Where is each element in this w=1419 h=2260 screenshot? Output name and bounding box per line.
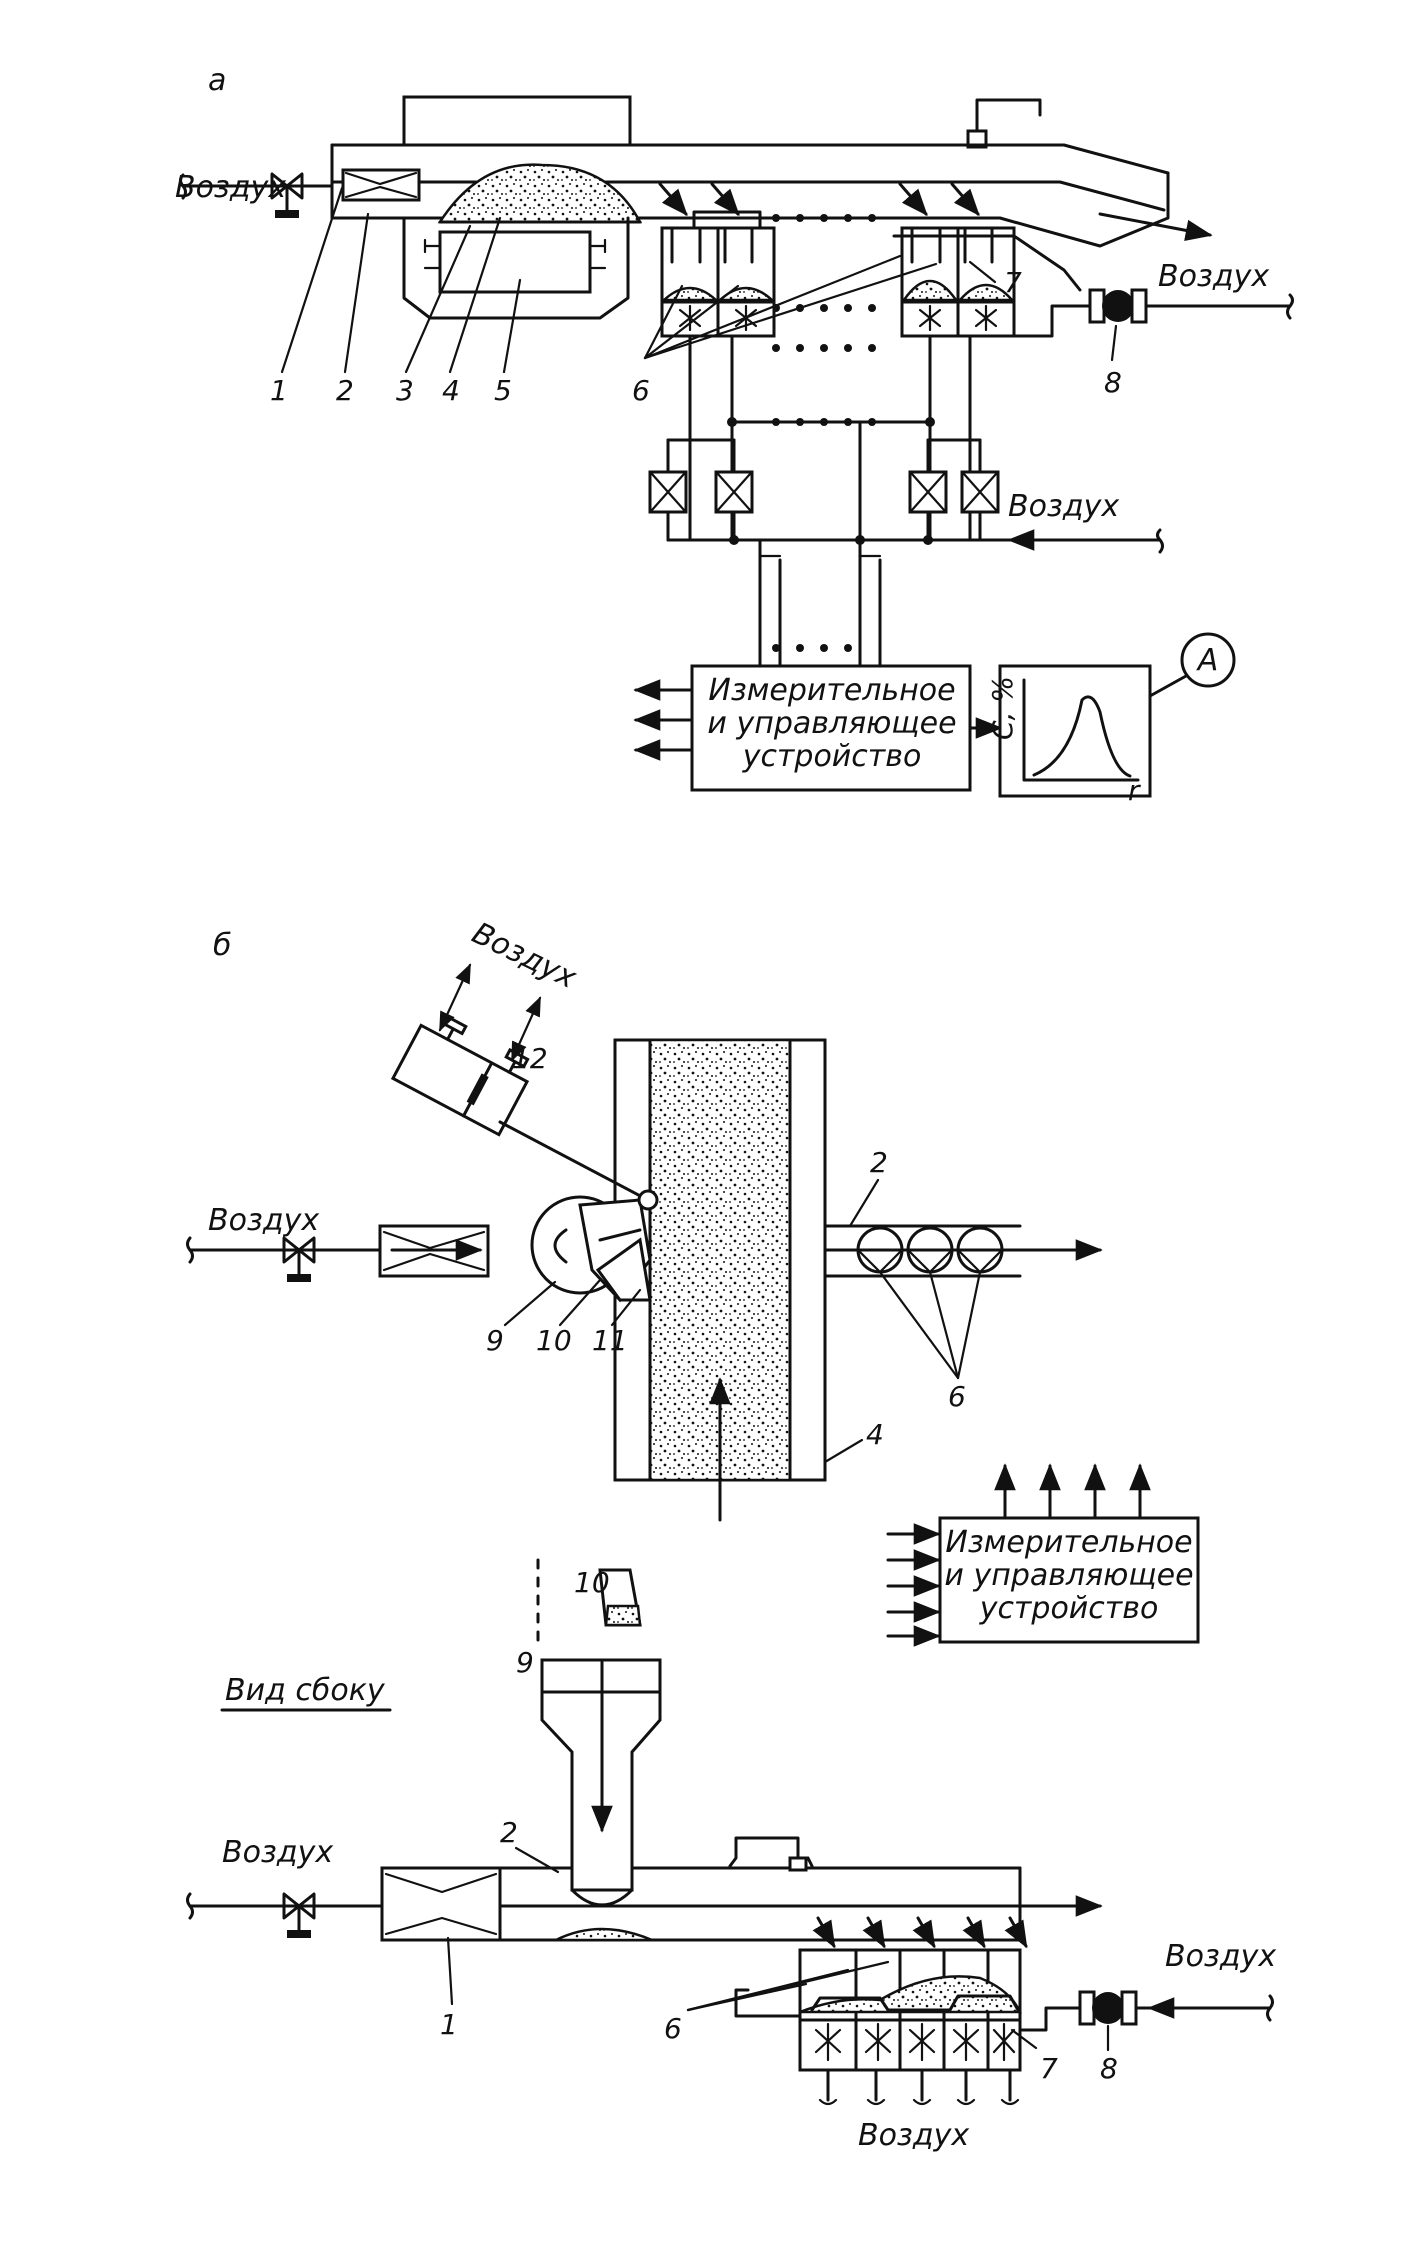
- outlet-pipe-b: [823, 1224, 1022, 1278]
- device-a-line2: и управляющее: [707, 706, 956, 741]
- device-b-line2: и управляющее: [944, 1558, 1193, 1593]
- leaders-a: [280, 186, 1118, 374]
- actuator-rod: [498, 1120, 650, 1202]
- panel-a: a Воздух: [175, 63, 1294, 807]
- num-side-1: 1: [440, 2008, 458, 2041]
- air-label-side-right: Воздух: [1165, 1939, 1276, 1974]
- panel-side-view: Вид сбоку 10 9 Воздух: [186, 1558, 1276, 2153]
- num-side-9: 9: [516, 1646, 534, 1679]
- num-side-8: 8: [1100, 2052, 1118, 2085]
- num-a-7: 7: [1004, 266, 1022, 299]
- leaders-side: [446, 1846, 1110, 2052]
- graph-y-label: C, %: [986, 676, 1019, 740]
- num-side-6: 6: [664, 2012, 682, 2045]
- air-label-right: Воздух: [1158, 259, 1269, 294]
- measuring-control-device-b: [938, 1516, 1200, 1644]
- num-a-8: 8: [1104, 366, 1122, 399]
- side-sample-heap: [555, 1927, 653, 1942]
- air-label-side-left: Воздух: [222, 1835, 333, 1870]
- num-b-10: 10: [536, 1324, 572, 1357]
- num-side-7: 7: [1040, 2052, 1058, 2085]
- panel-b-letter: б: [213, 928, 232, 963]
- air-inlet-side-right: [1018, 1990, 1274, 2032]
- inlet-valve: [270, 172, 304, 218]
- device-b-line1: Измерительное: [945, 1525, 1192, 1560]
- num-b-9: 9: [486, 1324, 504, 1357]
- air-label-side-bottom: Воздух: [858, 2118, 969, 2153]
- air-inlet-right: [1012, 288, 1294, 338]
- leaders-b: [503, 1178, 982, 1464]
- chute-top-edge: [330, 143, 1170, 175]
- cells-left: [660, 210, 776, 338]
- device-b-line3: устройство: [979, 1591, 1159, 1626]
- num-a-3: 3: [396, 374, 414, 407]
- device-a-line3: устройство: [742, 739, 922, 774]
- device-b-output-arrows: [994, 1463, 1151, 1520]
- side-feed-arrows: [812, 1916, 1028, 1949]
- recorder-label: A: [1196, 643, 1219, 678]
- device-b-input-arrows: [886, 1523, 941, 1647]
- air-arrow-b2: [510, 996, 542, 1062]
- num-a-1: 1: [270, 374, 288, 407]
- exhaust-vent: [966, 98, 1042, 149]
- num-a-4: 4: [442, 374, 460, 407]
- cell-feed-arrows: [658, 182, 980, 217]
- dotted-continuation-rows: [772, 214, 876, 652]
- device-a-line1: Измерительное: [708, 673, 955, 708]
- device-a-output-arrows: [633, 679, 694, 761]
- distribution-curve: [1032, 695, 1132, 778]
- top-housing: [402, 95, 632, 147]
- sampler-wheel: [530, 1189, 659, 1303]
- air-label-b-top: Воздух: [466, 916, 581, 996]
- air-arrow-b1: [438, 963, 472, 1032]
- measuring-control-device-a: [690, 664, 972, 792]
- flow-meters: [648, 438, 1164, 554]
- side-cell-air-leads: [818, 2068, 1020, 2106]
- side-vent: [728, 1836, 814, 1872]
- funnel-outlet: [570, 1888, 634, 1907]
- num-b-11: 11: [592, 1324, 628, 1357]
- num-a-5: 5: [494, 374, 512, 407]
- num-b-12: 12: [512, 1042, 548, 1075]
- recorder-circle: [1180, 632, 1236, 688]
- hopper-a: [402, 216, 630, 320]
- air-label-b-left: Воздух: [208, 1203, 319, 1238]
- num-a-2: 2: [336, 374, 354, 407]
- inlet-valve-side: [282, 1892, 316, 1938]
- num-b-4: 4: [866, 1418, 884, 1451]
- venturi-a: [341, 168, 421, 202]
- sample-heap: [437, 163, 643, 224]
- device-leads: [758, 538, 882, 668]
- panel-b: б Воздух 12 Воздух: [186, 916, 1200, 1647]
- side-cell-array: [734, 1948, 1022, 2072]
- num-side-2: 2: [500, 1816, 518, 1849]
- inlet-valve-b: [282, 1236, 316, 1282]
- num-side-10: 10: [574, 1566, 610, 1599]
- num-b-2: 2: [870, 1146, 888, 1179]
- num-b-6: 6: [948, 1380, 966, 1413]
- panel-a-letter: a: [208, 63, 226, 98]
- graph-x-label: r: [1128, 774, 1141, 807]
- graph-to-circle-line: [1148, 674, 1188, 698]
- graph-axes: [1022, 678, 1140, 782]
- air-label-meters: Воздух: [1008, 489, 1119, 524]
- side-view-caption: Вид сбоку: [225, 1673, 386, 1708]
- chute-end: [998, 171, 1170, 248]
- num-a-6: 6: [632, 374, 650, 407]
- outlet-arrow: [1098, 212, 1213, 242]
